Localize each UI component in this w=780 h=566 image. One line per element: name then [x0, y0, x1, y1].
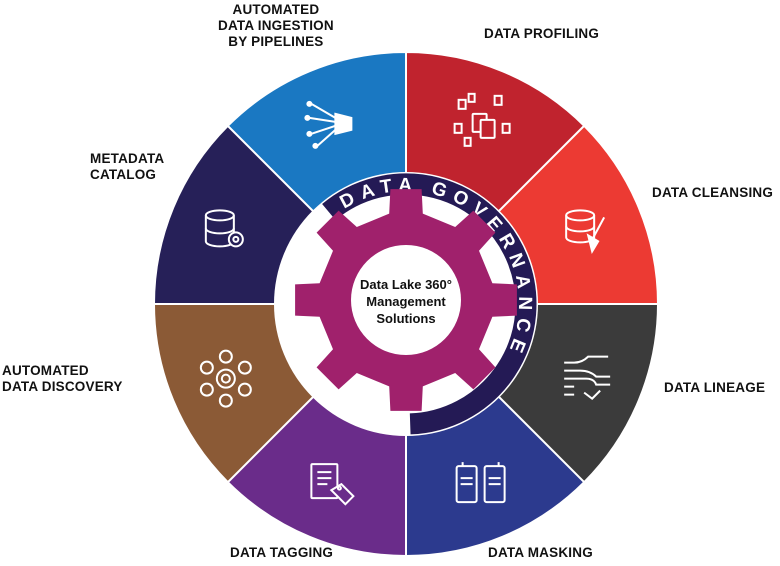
- label-data-masking: DATA MASKING: [488, 545, 593, 560]
- documents-icon: [453, 92, 511, 147]
- document-tag-icon: [310, 463, 355, 506]
- label-automated-data-ingestion: AUTOMATED DATA INGESTION BY PIPELINES: [218, 2, 334, 49]
- label-automated-data-discovery: AUTOMATED DATA DISCOVERY: [2, 363, 123, 394]
- database-broom-icon: [565, 209, 606, 254]
- gear-hub: [351, 245, 461, 355]
- label-data-lineage: DATA LINEAGE: [664, 380, 766, 395]
- database-gear-icon: [204, 209, 244, 248]
- label-metadata-catalog: METADATA CATALOG: [90, 151, 165, 182]
- center-title-line3: Solutions: [376, 311, 435, 326]
- pipeline-funnel-icon: [304, 100, 353, 149]
- gear-network-icon: [199, 349, 252, 408]
- center-title-line2: Management: [366, 294, 446, 309]
- center-title-line1: Data Lake 360°: [360, 277, 452, 292]
- label-data-cleansing: DATA CLEANSING: [652, 185, 774, 200]
- lineage-flow-icon: [564, 355, 611, 400]
- label-data-profiling: DATA PROFILING: [484, 26, 600, 41]
- masked-cards-icon: [455, 462, 506, 504]
- governance-ring: [322, 173, 537, 435]
- label-data-tagging: DATA TAGGING: [230, 545, 334, 560]
